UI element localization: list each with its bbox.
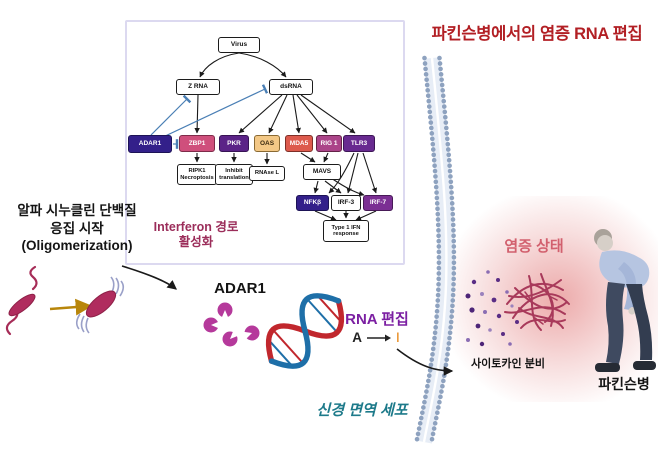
adenosine-letter: A bbox=[352, 330, 362, 345]
node-rig1: RIG 1 bbox=[316, 135, 342, 152]
node-tlr3: TLR3 bbox=[343, 135, 375, 152]
adar1-label: ADAR1 bbox=[214, 280, 266, 297]
node-z-rna: Z RNA bbox=[176, 79, 220, 95]
parkinsons-disease-label: 파킨슨병 bbox=[598, 376, 650, 392]
node-adar1: ADAR1 bbox=[128, 135, 172, 153]
editing-to-cytokine-arrow bbox=[396, 348, 454, 376]
node-dsrna: dsRNA bbox=[269, 79, 313, 95]
node-irf3: IRF-3 bbox=[331, 195, 361, 211]
neuroimmune-cell-label: 신경 면역 세포 bbox=[316, 402, 408, 419]
node-nfkb: NFKβ bbox=[296, 195, 329, 211]
synuclein-oligomer-illustration bbox=[75, 276, 125, 334]
node-zbp1: ZBP1 bbox=[179, 135, 215, 152]
node-virus: Virus bbox=[218, 37, 260, 53]
synuclein-aggregation-label: 알파 시누클린 단백질 응집 시작 (Oligomerization) bbox=[17, 203, 137, 254]
node-irf7: IRF-7 bbox=[363, 195, 393, 211]
a-to-i-arrow-icon bbox=[366, 334, 391, 341]
inflammation-glow bbox=[450, 196, 658, 402]
node-inhibit-translation: Inhibit translation bbox=[215, 164, 253, 185]
figure-title: 파킨슨병에서의 염증 RNA 편집 bbox=[431, 25, 643, 43]
node-oas: OAS bbox=[254, 135, 280, 152]
interferon-pathway-label: Interferon 경로 활성화 bbox=[153, 220, 239, 249]
node-type1-ifn-response: Type 1 IFN response bbox=[323, 220, 369, 242]
node-rnase-l: RNAse L bbox=[249, 166, 285, 181]
interferon-pathway-box: Virus Z RNA dsRNA ADAR1 ZBP1 PKR OAS MDA… bbox=[125, 20, 405, 265]
oligomerization-arrow bbox=[49, 298, 93, 316]
cytokine-secretion-label: 사이토카인 분비 bbox=[471, 358, 545, 370]
node-pkr: PKR bbox=[219, 135, 249, 152]
synuclein-monomer-illustration bbox=[5, 265, 38, 336]
a-to-i-editing: A I bbox=[344, 330, 408, 345]
node-ripk1-necroptosis: RIPK1 Necroptosis bbox=[177, 164, 217, 185]
pathway-to-adar1-arrow bbox=[121, 265, 177, 290]
rna-editing-label: RNA 편집 bbox=[345, 311, 409, 328]
inosine-letter: I bbox=[396, 330, 400, 345]
cell-membrane-illustration bbox=[414, 55, 457, 445]
node-mavs: MAVS bbox=[303, 164, 341, 180]
rna-helix-illustration bbox=[265, 293, 345, 369]
adar1-enzyme-icons bbox=[203, 302, 260, 347]
inflammation-state-label: 염증 상태 bbox=[504, 238, 564, 255]
node-mda5: MDA5 bbox=[285, 135, 313, 152]
